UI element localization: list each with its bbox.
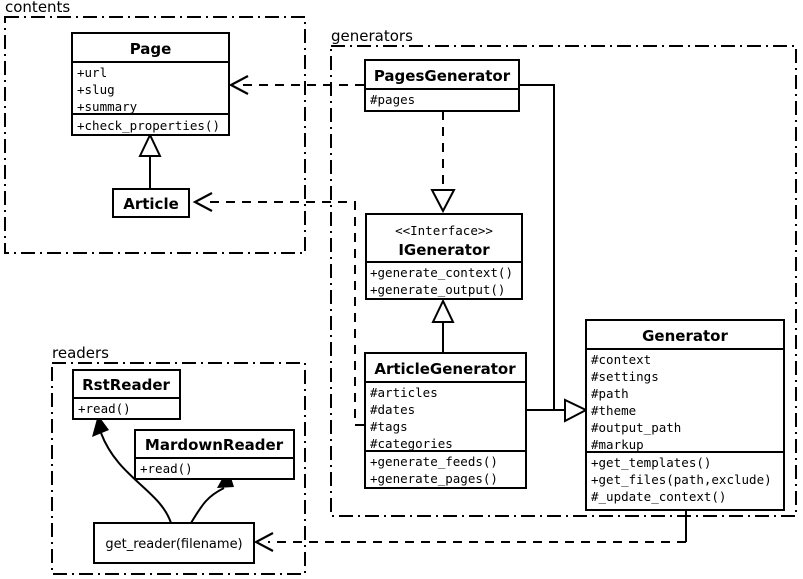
class-generator-attribute: #path xyxy=(591,386,629,401)
class-page-attribute: +url xyxy=(77,65,107,80)
package-generators[interactable]: generators xyxy=(330,27,797,517)
relation-articlegenerator-inherits-generator xyxy=(526,398,589,423)
class-mardown-reader-name: MardownReader xyxy=(145,436,284,454)
class-generator-attribute: #markup xyxy=(591,437,644,452)
class-article[interactable]: Article xyxy=(112,188,190,218)
class-article-generator-attribute: #dates xyxy=(370,402,415,417)
class-article-generator-method: +generate_feeds() xyxy=(370,454,498,469)
class-igenerator-box xyxy=(365,213,523,300)
class-article-name: Article xyxy=(123,195,179,213)
class-page-method: +check_properties() xyxy=(77,118,220,133)
relation-articlegenerator-depends-article xyxy=(192,192,364,426)
class-generator-attribute: #settings xyxy=(591,369,659,384)
relation-articlegenerator-inherits-igenerator xyxy=(431,298,455,355)
dependency-line-articlegenerator-article xyxy=(207,201,364,426)
usage-arrowhead-rstreader xyxy=(92,415,109,437)
relation-article-inherits-page xyxy=(138,132,162,190)
relation-generator-depends-get-reader xyxy=(253,510,687,552)
generalization-arrowhead-igenerator-lower xyxy=(431,298,455,323)
class-igenerator-stereotype: <<Interface>> xyxy=(395,223,493,238)
package-generators-label: generators xyxy=(331,27,413,45)
package-readers-border xyxy=(51,362,306,575)
class-page-attribute: +summary xyxy=(77,99,138,114)
class-pages-generator-name: PagesGenerator xyxy=(374,67,511,85)
relation-pagesgenerator-realizes-igenerator xyxy=(430,111,456,214)
class-generator-attribute: #output_path xyxy=(591,420,681,435)
usage-curve-get-reader-rstreader xyxy=(100,432,172,524)
class-page-attribute: +slug xyxy=(77,82,115,97)
class-generator-box xyxy=(585,319,785,511)
usage-curve-get-reader-mardownreader xyxy=(190,487,225,524)
package-readers-label: readers xyxy=(52,344,109,362)
package-contents-label: contents xyxy=(5,0,70,16)
class-article-generator[interactable]: ArticleGenerator #articles #dates #tags … xyxy=(364,352,527,489)
function-get-reader[interactable]: get_reader(filename) xyxy=(93,522,255,564)
class-article-generator-attribute: #articles xyxy=(370,385,438,400)
class-page[interactable]: Page +url +slug +summary +check_properti… xyxy=(71,32,230,136)
package-contents-border xyxy=(4,16,306,254)
class-rst-reader-method: +read() xyxy=(78,401,131,416)
class-mardown-reader[interactable]: MardownReader +read() xyxy=(134,429,295,480)
class-generator-method: +get_templates() xyxy=(591,455,711,470)
class-article-generator-name: ArticleGenerator xyxy=(374,360,516,378)
class-generator-attribute: #theme xyxy=(591,403,636,418)
class-article-generator-attribute: #tags xyxy=(370,419,408,434)
class-article-generator-box xyxy=(364,352,527,489)
class-rst-reader-name: RstReader xyxy=(82,376,170,394)
class-igenerator[interactable]: <<Interface>> IGenerator +generate_conte… xyxy=(365,213,523,300)
class-rst-reader-box xyxy=(72,369,181,420)
relation-pagesgenerator-depends-page xyxy=(228,75,364,95)
class-rst-reader[interactable]: RstReader +read() xyxy=(72,369,181,420)
class-pages-generator-box xyxy=(364,59,520,112)
class-page-name: Page xyxy=(130,40,172,58)
class-article-generator-attribute: #categories xyxy=(370,436,453,451)
class-igenerator-method: +generate_context() xyxy=(370,265,513,280)
function-get-reader-label: get_reader(filename) xyxy=(105,537,242,552)
class-page-box xyxy=(71,32,230,136)
package-readers[interactable]: readers xyxy=(51,344,306,575)
class-article-generator-method: +generate_pages() xyxy=(370,471,498,486)
relation-get-reader-uses-rstreader xyxy=(92,415,172,524)
class-mardown-reader-method: +read() xyxy=(140,461,193,476)
class-pages-generator[interactable]: PagesGenerator #pages xyxy=(364,59,520,112)
class-igenerator-name: IGenerator xyxy=(398,241,490,259)
class-generator-attribute: #context xyxy=(591,352,651,367)
class-pages-generator-attribute: #pages xyxy=(370,92,415,107)
dependency-arrowhead-article xyxy=(192,192,213,212)
function-get-reader-box xyxy=(93,522,255,564)
generalization-arrowhead-page xyxy=(138,132,162,157)
class-article-box xyxy=(112,188,190,218)
class-generator[interactable]: Generator #context #settings #path #them… xyxy=(585,319,785,511)
class-generator-method: #_update_context() xyxy=(591,489,726,504)
class-generator-method: +get_files(path,exclude) xyxy=(591,472,772,487)
dependency-arrowhead-get-reader xyxy=(253,532,274,552)
class-generator-name: Generator xyxy=(642,327,728,345)
generalization-arrowhead-generator xyxy=(564,398,589,423)
class-mardown-reader-box xyxy=(134,429,295,480)
dependency-arrowhead-page xyxy=(228,75,249,95)
package-contents[interactable]: contents xyxy=(4,0,306,254)
realization-arrowhead-igenerator xyxy=(430,189,456,214)
class-igenerator-method: +generate_output() xyxy=(370,282,505,297)
